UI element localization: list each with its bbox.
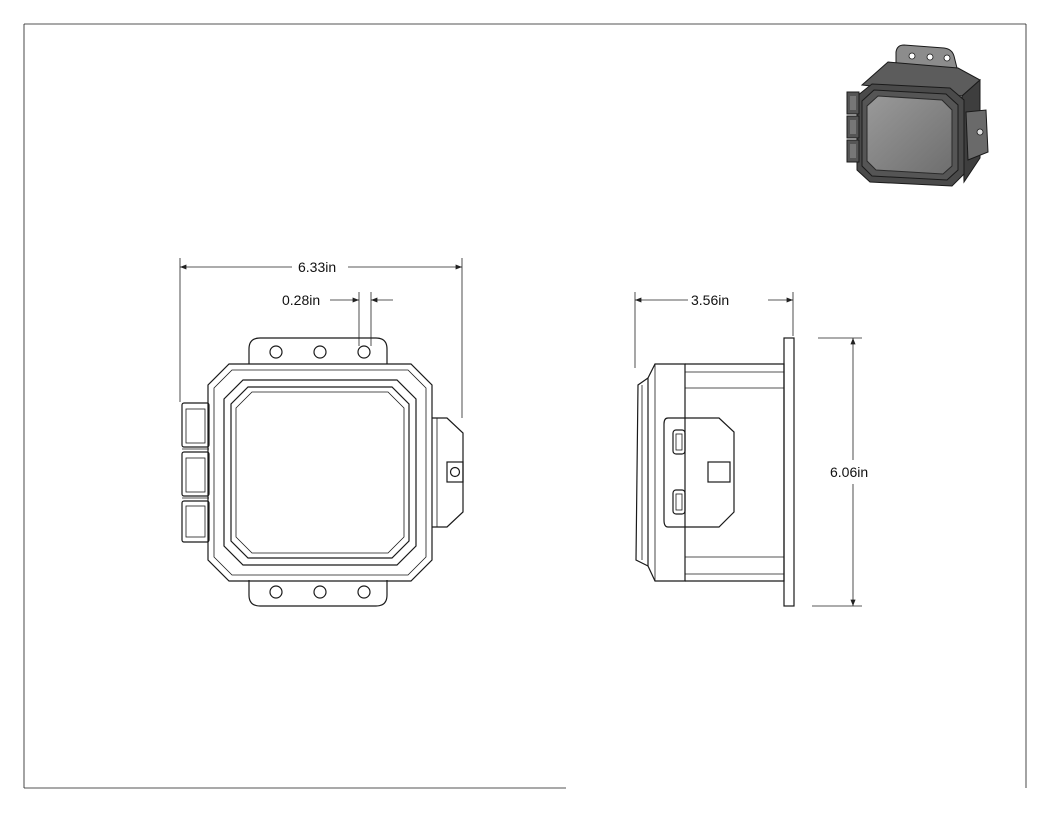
side-lid	[647, 363, 686, 582]
front-view	[179, 258, 464, 607]
mounting-hole	[269, 585, 283, 599]
sheet-border	[23, 23, 1027, 789]
latch-slot	[672, 429, 686, 455]
lid-inner-outline	[230, 386, 410, 559]
dim-overall-width	[179, 258, 463, 418]
mounting-hole	[357, 585, 371, 599]
mounting-hole	[269, 345, 283, 359]
overall-width-label: 6.33in	[296, 259, 339, 275]
mounting-hole	[313, 585, 327, 599]
side-latch	[663, 417, 735, 528]
depth-label: 3.56in	[689, 292, 732, 308]
latch-hole	[449, 466, 461, 478]
height-label: 6.06in	[828, 464, 871, 480]
iso-latch	[965, 109, 989, 161]
side-body	[685, 363, 785, 582]
iso-hinges	[846, 91, 860, 163]
enclosure-outline	[207, 363, 433, 582]
window-outline	[235, 391, 405, 554]
isometric-view	[846, 44, 989, 187]
latch-slot	[672, 489, 686, 515]
latch-lock	[707, 461, 731, 483]
hole-spacing-label: 0.28in	[280, 292, 323, 308]
top-mounting-tab	[248, 337, 388, 364]
iso-window	[866, 95, 953, 175]
mounting-hole	[357, 345, 371, 359]
lid-outline	[223, 379, 417, 566]
dim-depth	[634, 292, 794, 368]
bottom-mounting-tab	[248, 580, 388, 607]
dim-height	[812, 337, 862, 607]
side-view	[634, 292, 862, 607]
dim-hole-spacing	[330, 292, 393, 346]
hinge-stack	[181, 402, 210, 543]
latch-lock	[446, 461, 464, 483]
mounting-hole	[313, 345, 327, 359]
mounting-flange	[783, 337, 795, 607]
enclosure-inner-outline	[213, 369, 427, 576]
